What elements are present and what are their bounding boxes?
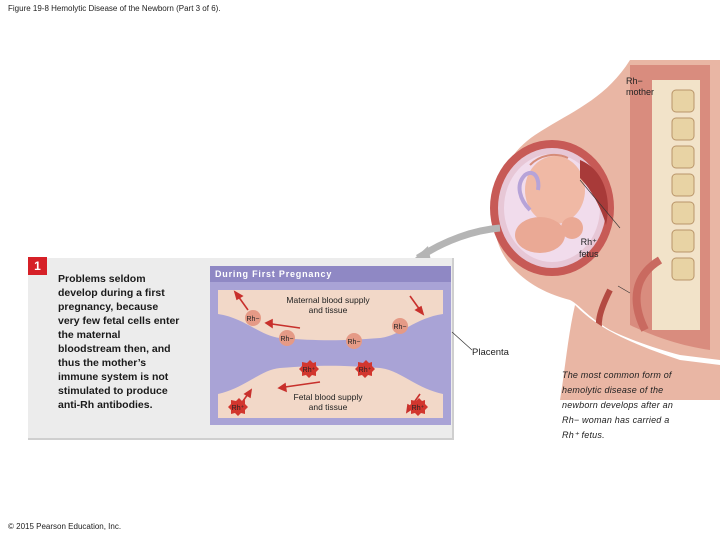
step-description: Problems seldom develop during a first p… [58, 273, 180, 411]
maternal-flow-arrows [233, 290, 425, 329]
step-number-badge: 1 [28, 257, 47, 275]
placenta-exchange-diagram: During First Pregnancy Maternal blood su… [210, 266, 451, 425]
rh-neg-cell: Rh− [392, 318, 408, 334]
svg-text:Rh−: Rh− [393, 324, 406, 331]
rh-pos-cell: Rh⁺ [299, 360, 319, 378]
rh-neg-cell: Rh− [346, 333, 362, 349]
fetus [515, 153, 585, 253]
maternal-label-line1: Maternal blood supply [286, 295, 370, 305]
maternal-vessel [218, 290, 443, 341]
svg-text:Rh−: Rh− [246, 316, 259, 323]
diagram-heading: During First Pregnancy [215, 269, 332, 279]
fetal-label-line2: and tissue [309, 402, 348, 412]
figure-title: Figure 19-8 Hemolytic Disease of the New… [8, 4, 221, 13]
maternal-label-line2: and tissue [309, 305, 348, 315]
rh-pos-cell: Rh⁺ [228, 398, 248, 416]
fetal-label-line1: Fetal blood supply [294, 392, 364, 402]
pregnancy-illustration [402, 60, 720, 400]
svg-text:Rh⁺: Rh⁺ [232, 405, 245, 412]
figure-caption: The most common form of hemolytic diseas… [562, 370, 674, 440]
rh-mother-label: Rh− mother [626, 76, 655, 97]
svg-text:Rh⁺: Rh⁺ [359, 367, 372, 374]
umbilical-cord [517, 170, 541, 212]
svg-text:Rh⁺: Rh⁺ [303, 367, 316, 374]
rh-neg-cell: Rh− [279, 330, 295, 346]
fetal-vessel [218, 365, 443, 418]
rh-neg-cell: Rh− [245, 310, 261, 326]
legs [560, 305, 720, 400]
placenta [580, 160, 609, 225]
placenta-leader-line [451, 331, 473, 351]
placenta-label: Placenta [472, 347, 509, 358]
rh-pos-cell: Rh⁺ [355, 360, 375, 378]
svg-text:Rh−: Rh− [280, 336, 293, 343]
svg-text:Rh−: Rh− [347, 339, 360, 346]
spine [671, 89, 695, 281]
copyright-notice: © 2015 Pearson Education, Inc. [8, 522, 122, 531]
diagram-header-bar [210, 266, 451, 282]
svg-text:Rh⁺: Rh⁺ [412, 405, 425, 412]
rh-fetus-label: Rh⁺ fetus [579, 237, 599, 259]
rh-pos-cell: Rh⁺ [408, 398, 428, 416]
